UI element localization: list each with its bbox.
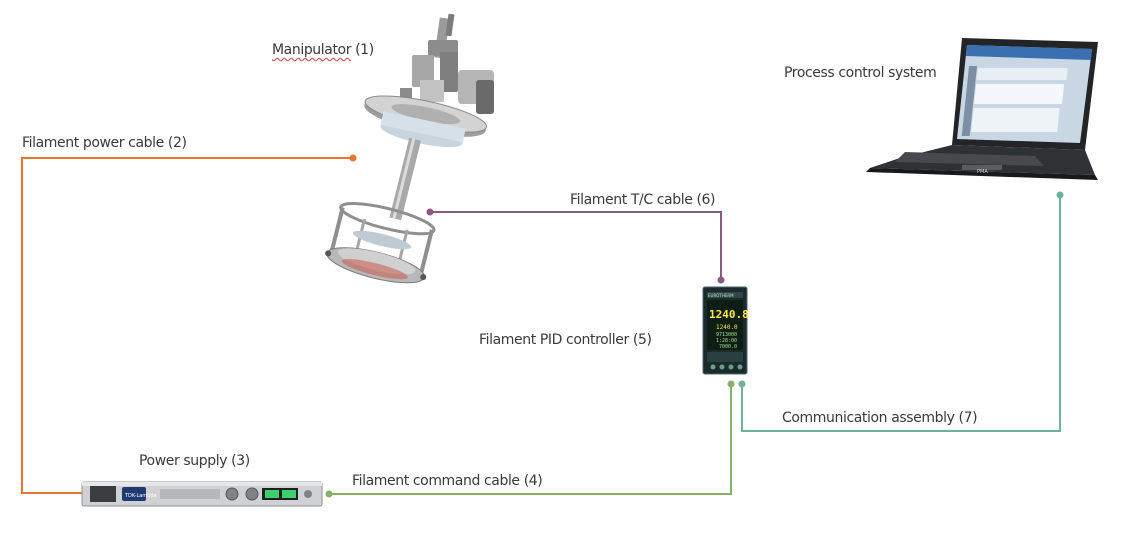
power-supply-brand: TDK-Lambda (124, 493, 157, 499)
filament-command-cable (325, 380, 735, 498)
filament-tc-cable-label: Filament T/C cable (6) (570, 192, 716, 208)
filament-power-cable-label: Filament power cable (2) (22, 135, 187, 151)
laptop-brand: PMA (977, 169, 988, 175)
tc-cable-endpoint-controller (717, 276, 725, 284)
power-supply-label: Power supply (3) (139, 453, 250, 469)
comm-cable-endpoint-laptop (1056, 191, 1064, 199)
manipulator-label-number: (1) (355, 42, 374, 58)
controller-main-value: 1240.8 (709, 308, 749, 321)
controller-brand: EUROTHERM (708, 293, 734, 298)
comm-cable-endpoint-controller (738, 380, 746, 388)
filament-tc-cable (426, 208, 725, 284)
communication-assembly-label: Communication assembly (7) (782, 410, 978, 426)
communication-assembly-cable (738, 191, 1064, 432)
controller-setpoint: 1240.0 (716, 324, 738, 331)
process-control-system-label: Process control system (784, 65, 937, 81)
filament-power-cable (21, 154, 357, 497)
manipulator-illustration (325, 13, 494, 284)
tc-cable-endpoint-manipulator (426, 208, 434, 216)
power-cable-endpoint-manipulator (349, 154, 357, 162)
pid-controller-illustration (702, 286, 748, 375)
filament-pid-controller-label: Filament PID controller (5) (479, 332, 652, 348)
controller-line3: 9713000 (716, 332, 737, 338)
controller-line5: 7000.0 (719, 344, 737, 350)
command-cable-endpoint-supply (325, 490, 333, 498)
filament-command-cable-label: Filament command cable (4) (352, 473, 543, 489)
manipulator-label-text: Manipulator (272, 42, 352, 58)
manipulator-label: Manipulator (1) (272, 42, 374, 58)
laptop-illustration (866, 38, 1098, 180)
controller-line4: 1:28:00 (716, 338, 737, 344)
power-supply-illustration (81, 481, 323, 507)
command-cable-endpoint-controller (727, 380, 735, 388)
